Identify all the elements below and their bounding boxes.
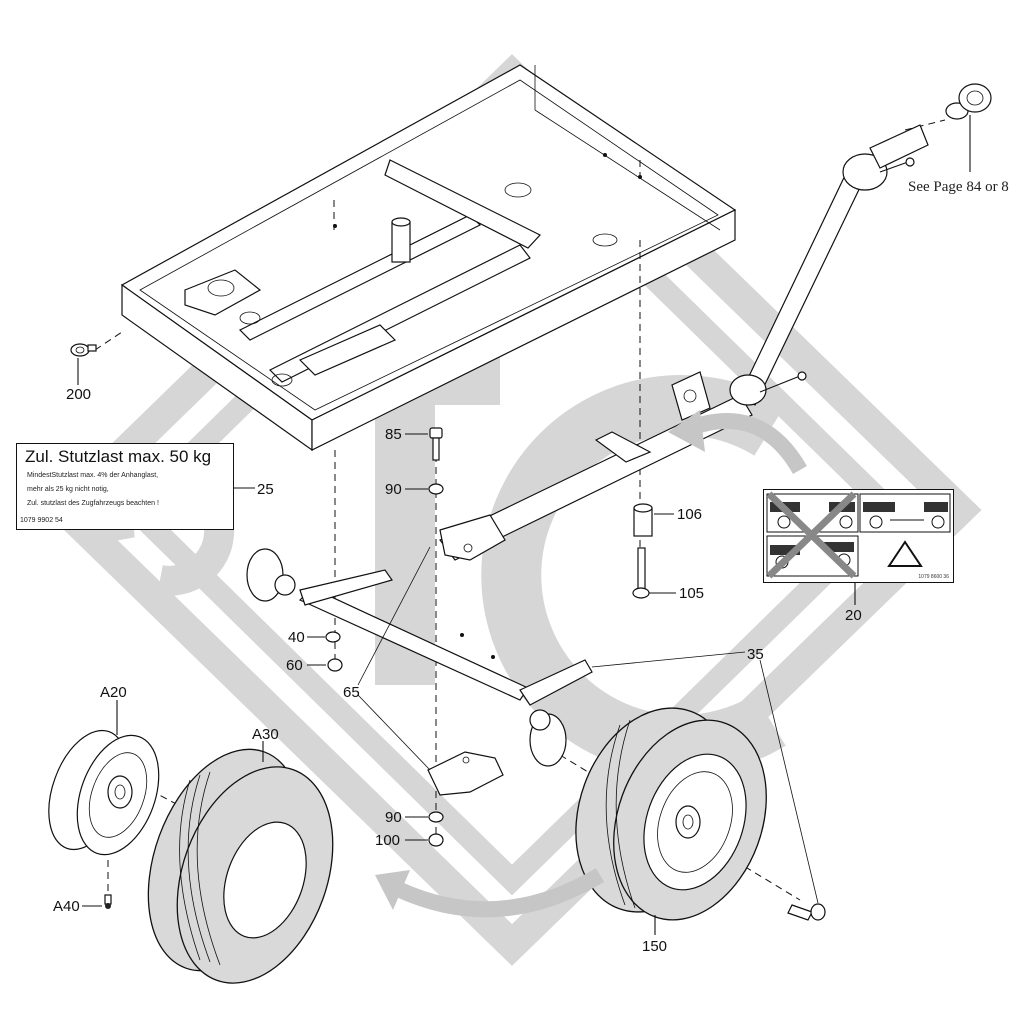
callout-A20: A20: [100, 684, 127, 701]
tire-a30: [147, 748, 334, 984]
callout-200: 200: [66, 386, 91, 403]
callout-105: 105: [679, 585, 704, 602]
callout-40: 40: [288, 629, 305, 646]
callout-100: 100: [375, 832, 400, 849]
leader-lines: [77, 115, 971, 935]
pictogram-panels: [766, 491, 951, 579]
decal-line-3: Zul. stutzlast des Zugfahrzeugs beachten…: [27, 500, 159, 507]
callout-35: 35: [747, 646, 764, 663]
warning-triangle-icon: [887, 540, 923, 567]
decal-code: 1079 8600 36: [918, 574, 949, 580]
axle: [246, 548, 593, 767]
callout-90-upper: 90: [385, 481, 402, 498]
arrow-lower-head: [375, 870, 410, 910]
callout-60: 60: [286, 657, 303, 674]
hardware: [70, 343, 826, 921]
callout-A40: A40: [53, 898, 80, 915]
arrow-upper-head: [668, 410, 705, 452]
decal-25-support-load: Zul. Stutzlast max. 50 kg MindestStutzla…: [16, 443, 234, 530]
decal-line-2: mehr als 25 kg nicht notig,: [27, 486, 109, 493]
decal-headline: Zul. Stutzlast max. 50 kg: [25, 447, 212, 466]
callout-A30: A30: [252, 726, 279, 743]
rotation-arrows: [375, 410, 807, 918]
callout-85: 85: [385, 426, 402, 443]
callout-65: 65: [343, 684, 360, 701]
reference-note: See Page 84 or 8: [908, 179, 1009, 195]
callout-90-lower: 90: [385, 809, 402, 826]
prohibited-x-icon: [766, 491, 857, 579]
rim-a20: [48, 729, 160, 856]
callout-25: 25: [257, 481, 274, 498]
drawbar: [439, 124, 929, 561]
decal-line-1: MindestStutzlast max. 4% der Anhanglast,: [27, 472, 159, 479]
towing-eye: [945, 83, 992, 120]
decal-code: 1079 9902 54: [20, 517, 63, 524]
arrow-lower: [396, 868, 605, 918]
callout-20: 20: [845, 607, 862, 624]
wheel-150: [575, 707, 767, 921]
callout-106: 106: [677, 506, 702, 523]
decal-20-pictogram: 1079 8600 36: [763, 489, 954, 583]
chassis-frame: [120, 64, 737, 452]
clamp-lower: [427, 751, 504, 796]
callout-150: 150: [642, 938, 667, 955]
arrow-upper: [682, 413, 807, 475]
callout-labels: 200 85 90 25 106 105 20 40 60 65 35 A20 …: [53, 179, 1009, 955]
